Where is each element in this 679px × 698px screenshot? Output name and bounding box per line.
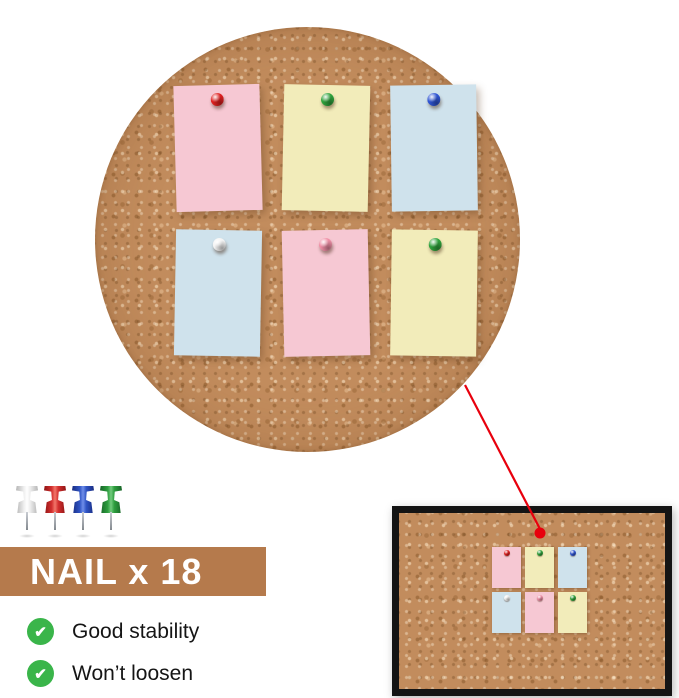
white-pushpin-icon	[16, 486, 38, 538]
blue-pushpin-icon	[72, 486, 94, 538]
feature-label: Won’t loosen	[72, 661, 194, 685]
mini-sticky-notes-grid	[492, 547, 587, 633]
nail-count-banner: NAIL x 18	[0, 547, 266, 596]
pushpin-head-icon	[320, 92, 334, 107]
sticky-note	[390, 84, 478, 212]
check-icon: ✔	[27, 618, 54, 645]
sticky-notes-grid	[173, 83, 478, 357]
pushpin-head-icon	[503, 595, 510, 601]
feature-item-stability: ✔ Good stability	[27, 618, 199, 645]
feature-item-loosen: ✔ Won’t loosen	[27, 660, 193, 687]
pushpin-head-icon	[503, 550, 510, 556]
sticky-note	[390, 229, 478, 357]
red-pushpin-icon	[44, 486, 66, 538]
pushpin-head-icon	[536, 550, 543, 556]
check-icon: ✔	[27, 660, 54, 687]
pushpin-head-icon	[569, 550, 576, 556]
pushpins-row	[16, 486, 122, 538]
pushpin-head-icon	[428, 237, 442, 252]
sticky-note	[173, 229, 263, 357]
sticky-note	[525, 547, 554, 588]
sticky-note	[525, 592, 554, 633]
pushpin-head-icon	[212, 237, 226, 252]
pushpin-head-icon	[210, 92, 224, 107]
sticky-note	[281, 229, 371, 357]
pushpin-head-icon	[536, 595, 543, 601]
pushpin-head-icon	[569, 595, 576, 601]
feature-label: Good stability	[72, 619, 200, 643]
sticky-note	[492, 547, 521, 588]
cork-board-zoom-circle	[95, 27, 520, 452]
sticky-note	[558, 592, 587, 633]
sticky-note	[281, 84, 371, 212]
banner-label: NAIL x 18	[30, 550, 203, 592]
pushpin-head-icon	[318, 237, 332, 252]
framed-cork-board	[392, 506, 672, 696]
sticky-note	[492, 592, 521, 633]
sticky-note	[173, 83, 263, 213]
sticky-note	[558, 547, 587, 588]
green-pushpin-icon	[100, 486, 122, 538]
pushpin-head-icon	[426, 92, 440, 107]
